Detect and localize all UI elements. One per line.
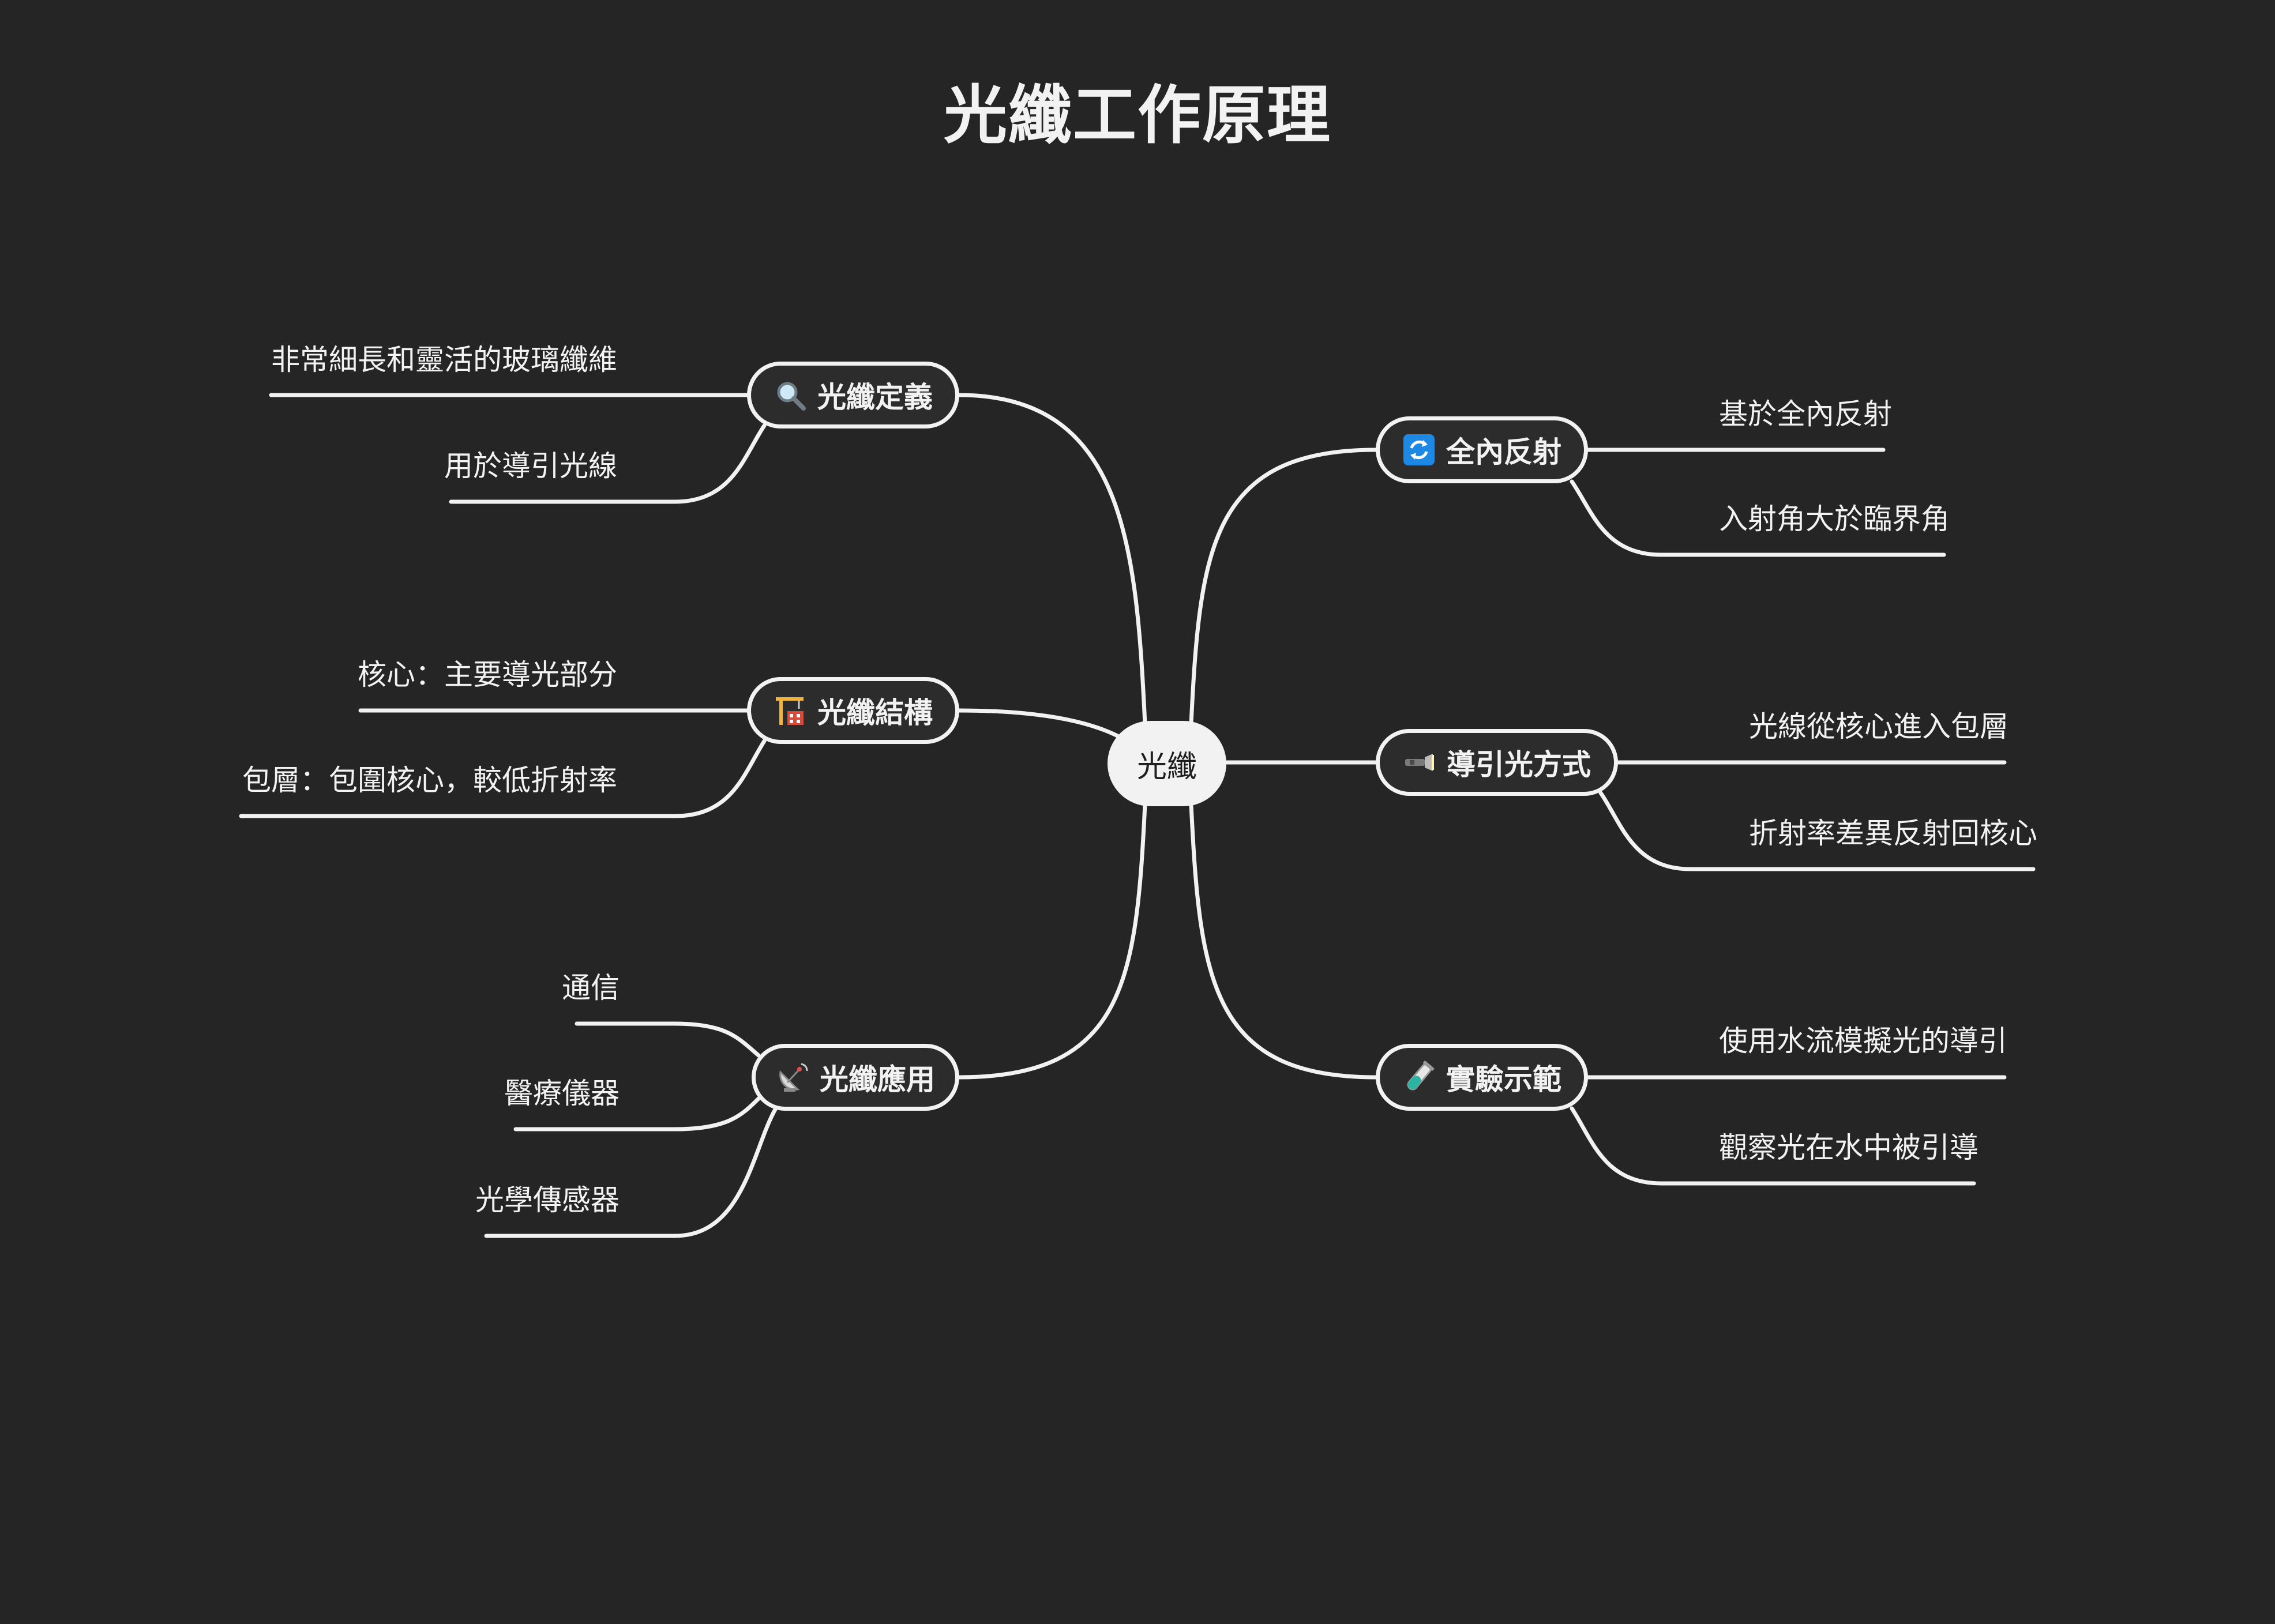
- leaf-application-2: 醫療儀器: [504, 1077, 620, 1110]
- branch-label: 光纖結構: [817, 696, 933, 730]
- branch-fiber-application[interactable]: 光纖應用: [752, 1044, 959, 1111]
- page-title: 光纖工作原理: [944, 78, 1331, 152]
- branch-total-internal-reflection[interactable]: 全內反射: [1376, 416, 1588, 483]
- leaf-reflection-2: 入射角大於臨界角: [1719, 502, 1950, 536]
- connector-center-application: [957, 802, 1147, 1080]
- leaf-guiding-1: 光線從核心進入包層: [1749, 710, 2009, 743]
- branch-light-guiding[interactable]: 導引光方式: [1376, 729, 1618, 796]
- branch-label: 實驗示範: [1446, 1063, 1561, 1096]
- leaf-definition-1: 非常細長和靈活的玻璃纖維: [271, 343, 617, 377]
- connector-application-leaf-3: [484, 1106, 778, 1238]
- connector-structure-leaf-2: [239, 739, 767, 818]
- flashlight-icon: [1403, 746, 1436, 779]
- connector-experiment-leaf-2: [1570, 1106, 1976, 1186]
- satellite-dish-icon: [776, 1061, 809, 1094]
- connector-center-definition: [957, 393, 1147, 726]
- leaf-experiment-2: 觀察光在水中被引導: [1719, 1131, 1979, 1164]
- leaf-definition-2: 用於導引光線: [444, 449, 617, 483]
- refresh-arrows-icon: [1402, 433, 1436, 467]
- branch-experiment-demo[interactable]: 實驗示範: [1376, 1044, 1588, 1111]
- leaf-guiding-2: 折射率差異反射回核心: [1749, 817, 2037, 850]
- branch-fiber-definition[interactable]: 光纖定義: [747, 362, 959, 428]
- connector-definition-leaf-2: [449, 423, 767, 504]
- connector-center-experiment: [1189, 802, 1378, 1080]
- branch-label: 導引光方式: [1447, 748, 1591, 781]
- branch-label: 全內反射: [1446, 435, 1561, 469]
- central-node-label: 光纖: [1136, 749, 1197, 784]
- leaf-reflection-1: 基於全內反射: [1719, 397, 1892, 431]
- leaf-experiment-1: 使用水流模擬光的導引: [1719, 1024, 2007, 1058]
- leaf-application-3: 光學傳感器: [475, 1183, 620, 1217]
- leaf-application-1: 通信: [562, 971, 620, 1005]
- connector-guiding-leaf-2: [1598, 791, 2036, 871]
- connector-center-structure: [957, 708, 1124, 740]
- connector-application-leaf-1: [575, 1021, 761, 1058]
- test-tube-icon: [1402, 1061, 1436, 1094]
- branch-fiber-structure[interactable]: 光纖結構: [747, 677, 959, 744]
- branch-label: 光纖應用: [820, 1063, 935, 1096]
- branch-label: 光纖定義: [817, 381, 933, 414]
- leaf-structure-1: 核心：主要導光部分: [358, 658, 617, 691]
- leaf-structure-2: 包層：包圍核心，較低折射率: [242, 764, 617, 797]
- connector-application-leaf-2: [513, 1096, 761, 1131]
- construction-crane-icon: [774, 694, 807, 727]
- central-node[interactable]: 光纖: [1108, 721, 1226, 806]
- connector-reflection-leaf-2: [1570, 479, 1946, 557]
- magnifier-icon: [774, 378, 807, 412]
- connector-center-reflection: [1189, 448, 1378, 726]
